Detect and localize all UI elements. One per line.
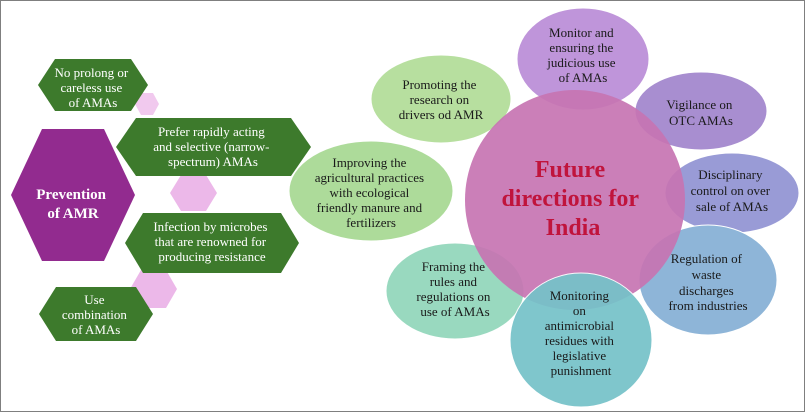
infection-label: Infection by microbes that are renowned … [153,219,270,264]
prefer-hexagon [116,118,311,176]
promoting-circle [370,54,512,144]
no-prolong-label: No prolong or careless use of AMAs [55,65,132,110]
pink-hexagon-2 [170,175,217,211]
monitor-label: Monitor and ensuring the judicious use o… [546,25,619,85]
improving-circle [288,140,454,242]
regulation-label: Regulation of waste discharges from indu… [668,251,747,313]
disciplinary-label: Disciplinary control on over sale of AMA… [691,167,774,214]
future-directions-title: Future directions for India [501,157,644,241]
no-prolong-hexagon [38,59,148,111]
promoting-label: Promoting the research on drivers od AMR [399,77,484,122]
infection-hexagon [125,213,299,273]
use-combination-label: Use combination of AMAs [62,292,130,337]
prevention-title: Prevention of AMR [36,187,109,222]
prevention-hexagon [11,129,135,261]
future-directions-circle [465,90,685,310]
vigilance-label: Vigilance on OTC AMAs [666,97,735,128]
framing-label: Framing the rules and regulations on use… [416,259,493,319]
pink-hexagon-1b [135,93,159,115]
use-combination-hexagon [39,287,153,341]
monitoring-circle [509,272,653,408]
monitoring-label: Monitoring on antimicrobial residues wit… [545,288,618,378]
improving-label: Improving the agricultural practices wit… [315,155,428,230]
prefer-label: Prefer rapidly acting and selective (nar… [153,124,272,169]
